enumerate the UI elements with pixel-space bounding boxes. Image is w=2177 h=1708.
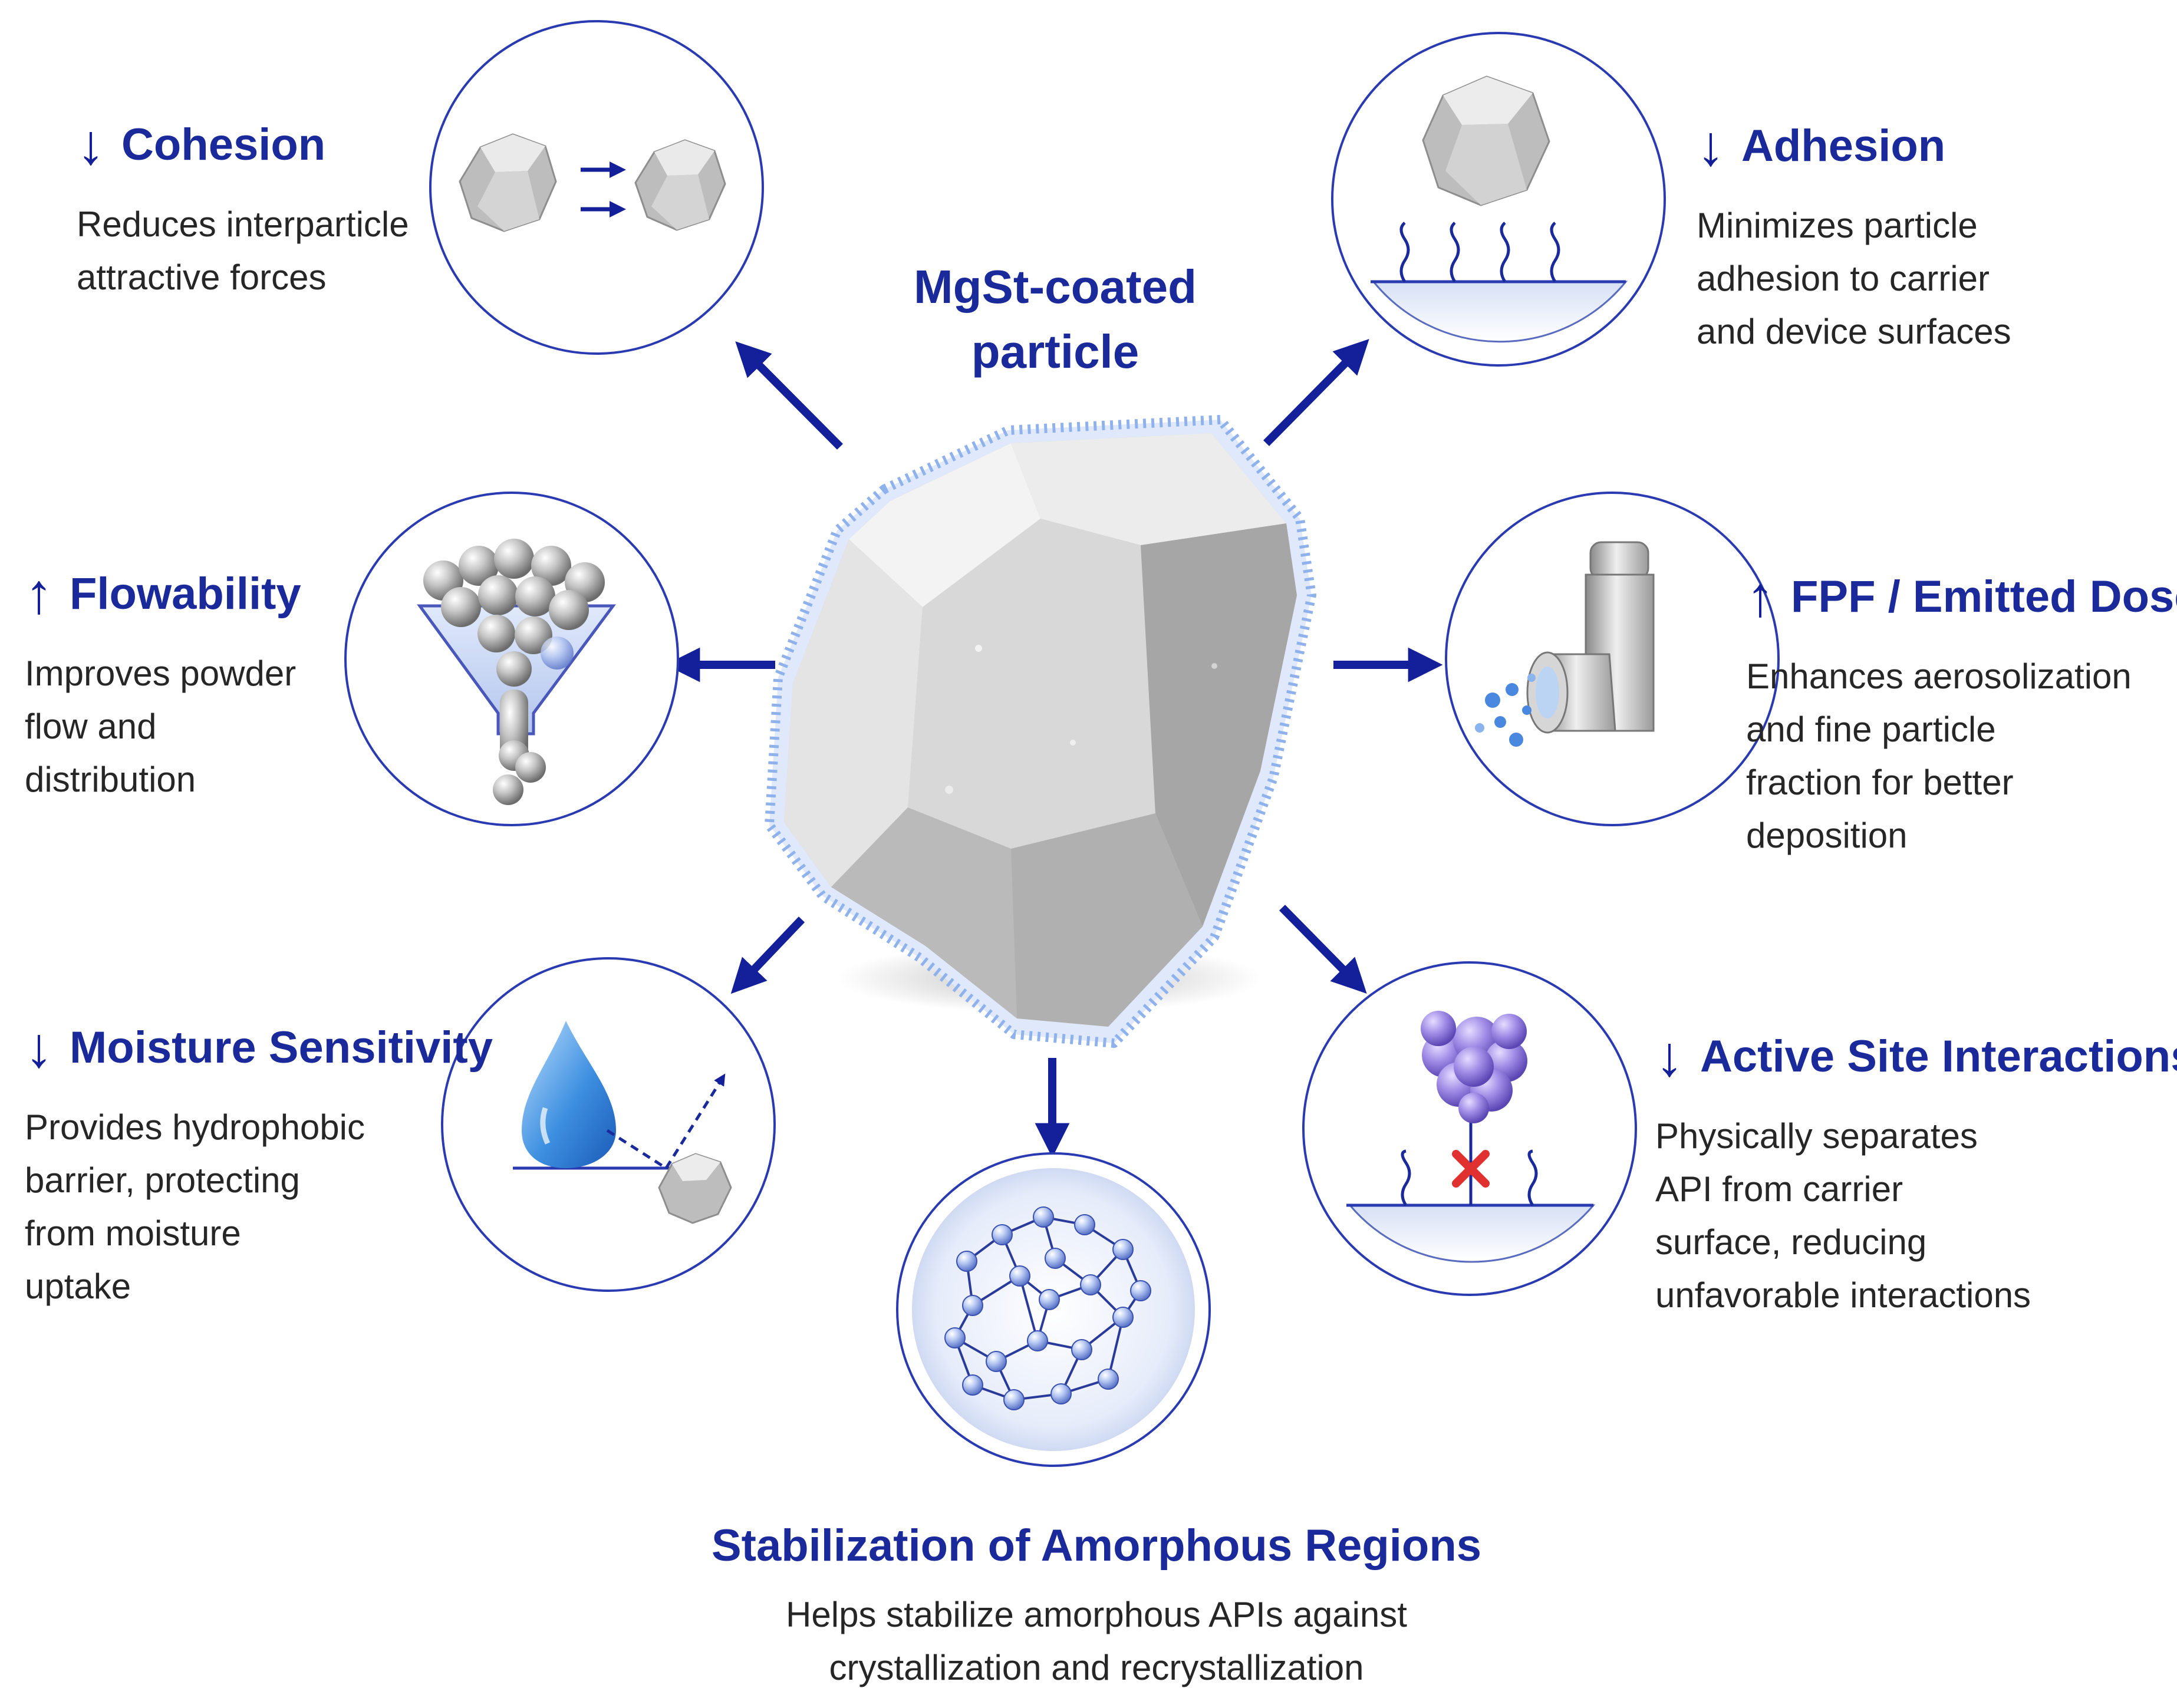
active-site-description: Physically separates API from carrier su… <box>1655 1116 2031 1315</box>
moisture-description: Provides hydrophobic barrier, protecting… <box>25 1107 365 1306</box>
arrow-to-adhesion <box>1263 339 1369 446</box>
central-particle <box>765 415 1316 1048</box>
api-molecule-icon <box>1421 1011 1527 1123</box>
fpf-title: FPF / Emitted Dose <box>1791 572 2177 622</box>
cohesion-label: ↓Cohesion Reduces interparticle attracti… <box>77 117 409 304</box>
flowability-label: ↑Flowability Improves powder flow and di… <box>25 566 301 806</box>
particle-left-icon <box>459 133 557 232</box>
down-arrow-icon: ↓ <box>77 113 105 176</box>
inhaler-icon <box>1526 541 1655 734</box>
amorphous-description: Helps stabilize amorphous APIs against c… <box>786 1595 1407 1687</box>
particle-icon <box>1422 75 1550 206</box>
effect-arrows <box>665 339 1443 1158</box>
down-arrow-icon: ↓ <box>25 1016 53 1079</box>
powder-spheres-icon <box>423 539 605 805</box>
arrow-to-moisture <box>730 916 805 994</box>
cohesion-description: Reduces interparticle attractive forces <box>77 205 409 297</box>
amorphous-illustration <box>896 1152 1211 1467</box>
cohesion-title: Cohesion <box>121 120 326 170</box>
up-arrow-icon: ↑ <box>1746 565 1774 628</box>
network-nodes <box>944 1206 1151 1410</box>
flowability-description: Improves powder flow and distribution <box>25 654 297 799</box>
fpf-label: ↑FPF / Emitted Dose Enhances aerosolizat… <box>1746 569 2177 862</box>
flowability-title: Flowability <box>70 569 301 619</box>
particle-icon <box>658 1153 732 1224</box>
amorphous-label: Stabilization of Amorphous Regions Helps… <box>648 1524 1544 1694</box>
particle-right-icon <box>634 139 726 231</box>
flowability-illustration <box>344 492 679 826</box>
moisture-title: Moisture Sensitivity <box>70 1023 493 1073</box>
adhesion-title: Adhesion <box>1741 121 1946 171</box>
adhesion-label: ↓Adhesion Minimizes particle adhesion to… <box>1697 118 2011 358</box>
aerosol-particles-icon <box>1475 674 1536 747</box>
adhesion-description: Minimizes particle adhesion to carrier a… <box>1697 206 2011 351</box>
down-arrow-icon: ↓ <box>1655 1025 1684 1088</box>
moisture-illustration <box>441 957 776 1292</box>
active-site-title: Active Site Interactions <box>1700 1031 2177 1081</box>
center-title-line2: particle <box>971 325 1139 378</box>
active-site-label: ↓ Active Site Interactions Physically sep… <box>1655 1028 2177 1322</box>
fpf-illustration <box>1445 492 1780 826</box>
arrow-to-active-site <box>1279 905 1367 994</box>
moisture-label: ↓Moisture Sensitivity Provides hydrophob… <box>25 1020 493 1313</box>
cohesion-illustration <box>429 20 764 355</box>
down-arrow-icon: ↓ <box>1697 114 1725 177</box>
amorphous-title: Stabilization of Amorphous Regions <box>711 1521 1482 1571</box>
center-title: MgSt-coated particle <box>872 255 1238 384</box>
up-arrow-icon: ↑ <box>25 562 53 625</box>
active-site-illustration <box>1302 961 1637 1296</box>
carrier-surface <box>1371 281 1628 343</box>
center-title-line1: MgSt-coated <box>914 261 1197 313</box>
blocked-cross-icon <box>1452 1150 1490 1188</box>
fpf-description: Enhances aerosolization and fine particl… <box>1746 657 2132 855</box>
arrow-to-cohesion <box>735 341 843 450</box>
carrier-surface <box>1346 1204 1596 1263</box>
adhesion-illustration <box>1331 32 1666 367</box>
